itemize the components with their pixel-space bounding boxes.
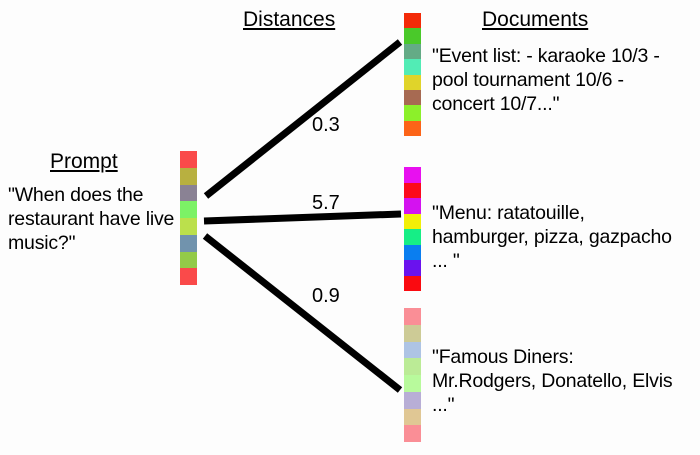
distance-label-doc-3: 0.9 [312, 285, 340, 307]
doc-1-vector-band-0 [404, 13, 421, 29]
distances-heading: Distances [243, 8, 336, 31]
doc-3-embedding-vector [404, 308, 421, 442]
doc-1-vector-band-6 [404, 105, 421, 121]
prompt-embedding-vector [180, 151, 197, 285]
doc-1-vector-band-1 [404, 28, 421, 44]
prompt-vector-band-6 [180, 251, 197, 269]
doc-1-vector-band-7 [404, 120, 421, 136]
doc-1-vector-band-2 [404, 43, 421, 60]
doc-3-vector-band-4 [404, 375, 421, 392]
doc-2-vector-band-3 [404, 213, 421, 229]
prompt-vector-band-0 [180, 151, 197, 168]
distance-label-doc-1: 0.3 [312, 114, 340, 136]
doc-3-vector-band-5 [404, 391, 421, 409]
doc-2-vector-band-4 [404, 229, 421, 245]
doc-2-vector-band-0 [404, 167, 421, 183]
prompt-vector-band-7 [180, 268, 197, 285]
edge-to-doc-1 [203, 39, 403, 199]
doc-1-vector-band-4 [404, 74, 421, 90]
doc-3-vector-band-7 [404, 425, 421, 442]
prompt-heading: Prompt [50, 150, 118, 173]
prompt-vector-band-3 [180, 201, 197, 218]
doc-2-vector-band-6 [404, 260, 421, 276]
doc-3-vector-band-6 [404, 408, 421, 426]
doc-2-vector-band-2 [404, 198, 421, 214]
prompt-vector-band-1 [180, 167, 197, 185]
doc-3-vector-band-3 [404, 358, 421, 375]
doc-3-vector-band-0 [404, 308, 421, 325]
doc-1-embedding-vector [404, 13, 421, 136]
doc-3-text: "Famous Diners: Mr.Rodgers, Donatello, E… [432, 346, 673, 416]
doc-1-vector-band-3 [404, 59, 421, 75]
distance-label-doc-2: 5.7 [312, 192, 340, 214]
prompt-vector-band-5 [180, 234, 197, 252]
doc-2-text: "Menu: ratatouille, hamburger, pizza, ga… [432, 202, 672, 272]
prompt-vector-band-4 [180, 218, 197, 235]
doc-2-vector-band-5 [404, 244, 421, 260]
doc-1-vector-band-5 [404, 89, 421, 106]
doc-2-vector-band-7 [404, 275, 421, 291]
doc-2-vector-band-1 [404, 182, 421, 198]
doc-2-embedding-vector [404, 167, 421, 291]
doc-1-text: "Event list: - karaoke 10/3 - pool tourn… [432, 45, 660, 115]
doc-3-vector-band-2 [404, 341, 421, 359]
doc-3-vector-band-1 [404, 324, 421, 342]
edge-to-doc-3 [202, 233, 403, 393]
edge-to-doc-2 [203, 210, 402, 225]
prompt-vector-band-2 [180, 184, 197, 202]
prompt-text: "When does the restaurant have live musi… [8, 184, 175, 254]
documents-heading: Documents [482, 8, 589, 31]
